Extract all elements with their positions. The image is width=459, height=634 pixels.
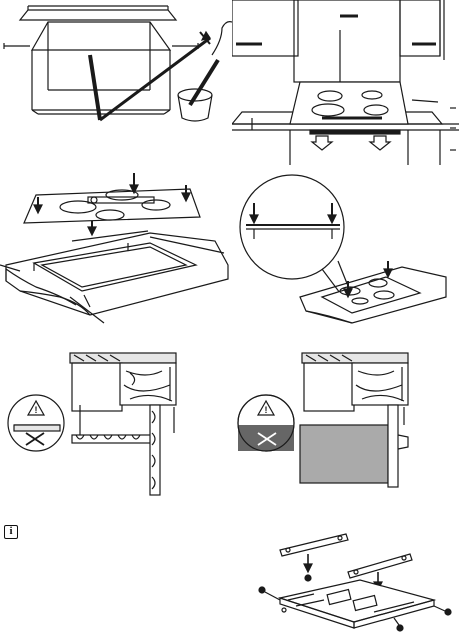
fig-section-oven: ! <box>232 345 459 505</box>
fig-bracket-assembly <box>254 520 459 634</box>
warning-glyph: ! <box>35 405 38 415</box>
section-drawer-drawing: ! <box>0 345 232 505</box>
hob-in-kitchen-drawing <box>232 0 459 165</box>
fig-hob-in-kitchen <box>232 0 459 165</box>
bracket-assembly-drawing <box>254 520 459 634</box>
fig-hob-seal-install <box>0 165 232 335</box>
fig-section-drawer: ! <box>0 345 232 505</box>
warning-glyph: ! <box>265 405 268 415</box>
fig-hob-clamp-detail <box>232 165 459 335</box>
fig-cabinet-cutout <box>0 0 232 150</box>
section-oven-drawing: ! <box>232 345 459 505</box>
hob-clamp-detail-drawing <box>232 165 459 335</box>
hob-seal-install-drawing <box>0 165 232 335</box>
cabinet-cutout-drawing <box>0 0 232 150</box>
info-icon: i <box>4 525 18 539</box>
